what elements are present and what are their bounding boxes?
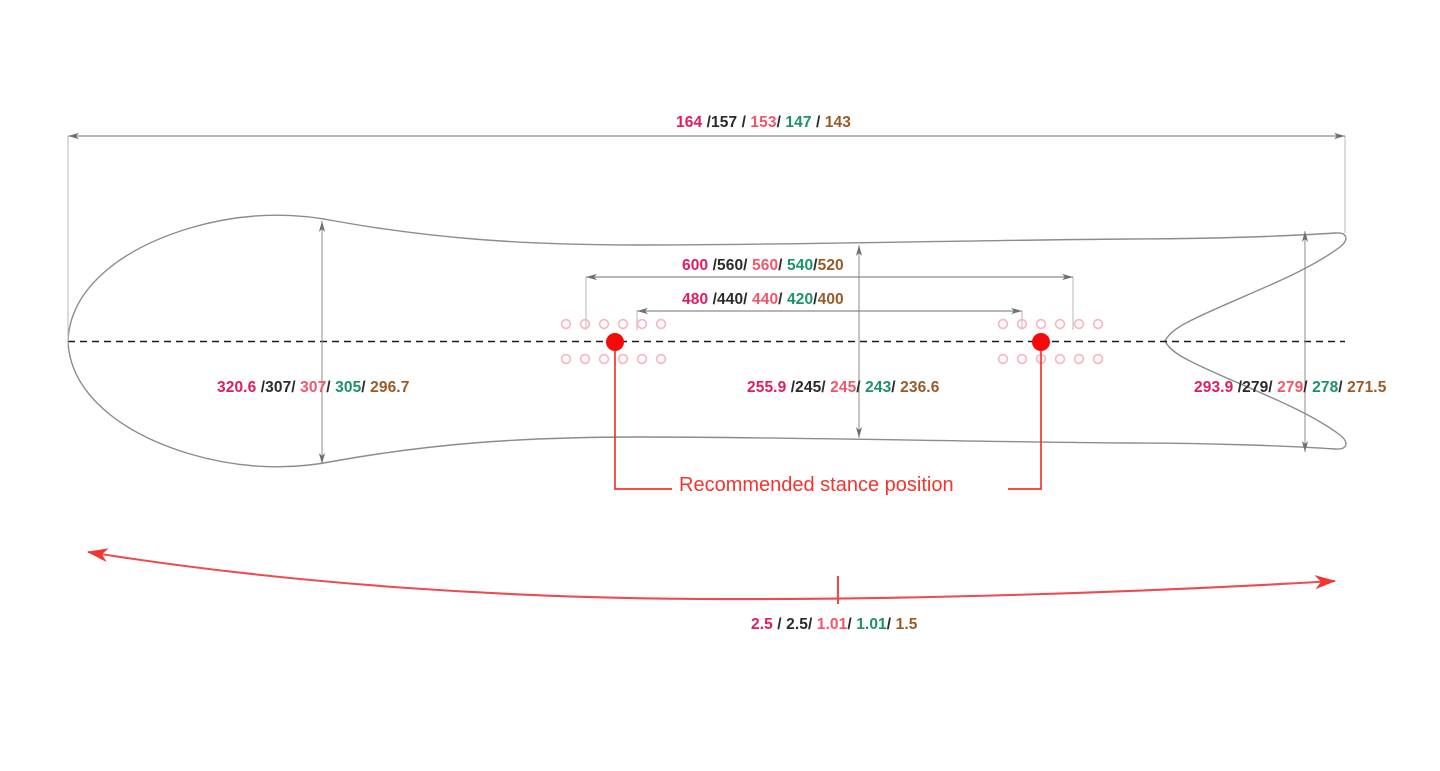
stance-marker-left[interactable] <box>606 333 624 351</box>
stance-min-value-420: 420 <box>787 291 814 308</box>
insert-hole <box>997 353 1009 365</box>
recommended-stance-position-label: Recommended stance position <box>679 474 954 496</box>
stance-max-value-520: 520 <box>817 257 844 274</box>
camber-profile <box>87 548 1336 604</box>
tail-width-value-271-5: 271.5 <box>1347 379 1387 396</box>
stance-max-value-560b: 560 <box>752 257 779 274</box>
insert-hole <box>636 353 648 365</box>
waist-width-value-243: 243 <box>865 379 892 396</box>
stance-min-dimension <box>636 307 1023 330</box>
overall-length-value-147: 147 <box>785 114 812 131</box>
insert-hole <box>636 318 648 330</box>
camber-value-2-5b: 2.5 <box>786 616 808 633</box>
nose-width-label: 320.6 /307/ 307/ 305/ 296.7 <box>217 379 410 396</box>
insert-hole <box>598 318 610 330</box>
nose-width-value-307: 307 <box>265 379 292 396</box>
nose-width-value-296-7: 296.7 <box>370 379 410 396</box>
insert-hole <box>655 353 667 365</box>
insert-hole <box>1016 353 1028 365</box>
overall-length-value-143: 143 <box>824 114 851 131</box>
tail-width-value-279: 279 <box>1242 379 1269 396</box>
camber-value-2-5: 2.5 <box>751 616 773 633</box>
insert-hole <box>1092 318 1104 330</box>
stance-min-value-480: 480 <box>682 291 709 308</box>
insert-hole <box>617 318 629 330</box>
insert-hole <box>598 353 610 365</box>
waist-width-label: 255.9 /245/ 245/ 243/ 236.6 <box>747 379 940 396</box>
stance-leaders <box>606 333 1050 490</box>
tail-width-label: 293.9 /279/ 279/ 278/ 271.5 <box>1194 379 1387 396</box>
insert-hole <box>1054 353 1066 365</box>
insert-hole <box>1073 353 1085 365</box>
insert-hole <box>560 318 572 330</box>
camber-value-1-01: 1.01 <box>816 616 848 633</box>
overall-length-value-153: 153 <box>750 114 777 131</box>
insert-hole <box>579 353 591 365</box>
insert-hole <box>655 318 667 330</box>
tail-width-value-278: 278 <box>1312 379 1339 396</box>
camber-curve <box>87 548 1336 601</box>
waist-width-value-236-6: 236.6 <box>900 379 940 396</box>
stance-min-value-400: 400 <box>817 291 844 308</box>
insert-holes-right <box>997 318 1104 365</box>
insert-hole <box>1035 318 1047 330</box>
stance-min-label: 480 /440/ 440/ 420/400 <box>682 291 844 308</box>
camber-value-1-5: 1.5 <box>895 616 918 633</box>
stance-max-value-540: 540 <box>787 257 814 274</box>
stance-leader-left <box>614 343 672 490</box>
waist-width-value-245: 245 <box>795 379 822 396</box>
tail-width-value-293-9: 293.9 <box>1194 379 1234 396</box>
camber-label: 2.5 / 2.5/ 1.01/ 1.01/ 1.5 <box>751 616 918 633</box>
nose-width-value-307b: 307 <box>300 379 327 396</box>
insert-hole <box>560 353 572 365</box>
insert-hole <box>579 318 591 330</box>
nose-width-value-305: 305 <box>335 379 362 396</box>
overall-length-label: 164 /157 / 153/ 147 / 143 <box>676 114 851 131</box>
stance-leader-right <box>1008 343 1042 490</box>
waist-width-value-255-9: 255.9 <box>747 379 787 396</box>
waist-width-value-245b: 245 <box>830 379 857 396</box>
nose-width-value-320-6: 320.6 <box>217 379 257 396</box>
stance-min-value-440: 440 <box>717 291 744 308</box>
stance-max-value-600: 600 <box>682 257 709 274</box>
insert-holes-left <box>560 318 667 365</box>
camber-value-1-01b: 1.01 <box>856 616 887 633</box>
overall-length-value-157: 157 <box>711 114 738 131</box>
overall-length-dimension <box>67 132 1346 345</box>
stance-max-label: 600 /560/ 560/ 540/520 <box>682 257 844 274</box>
insert-hole <box>1016 318 1028 330</box>
overall-length-value-164: 164 <box>676 114 703 131</box>
insert-hole <box>1092 353 1104 365</box>
stance-max-dimension <box>585 273 1074 330</box>
insert-hole <box>1073 318 1085 330</box>
stance-marker-right[interactable] <box>1032 333 1050 351</box>
stance-max-value-560: 560 <box>717 257 744 274</box>
insert-hole <box>997 318 1009 330</box>
insert-hole <box>617 353 629 365</box>
stance-min-value-440b: 440 <box>752 291 779 308</box>
tail-width-value-279b: 279 <box>1277 379 1304 396</box>
insert-hole <box>1054 318 1066 330</box>
